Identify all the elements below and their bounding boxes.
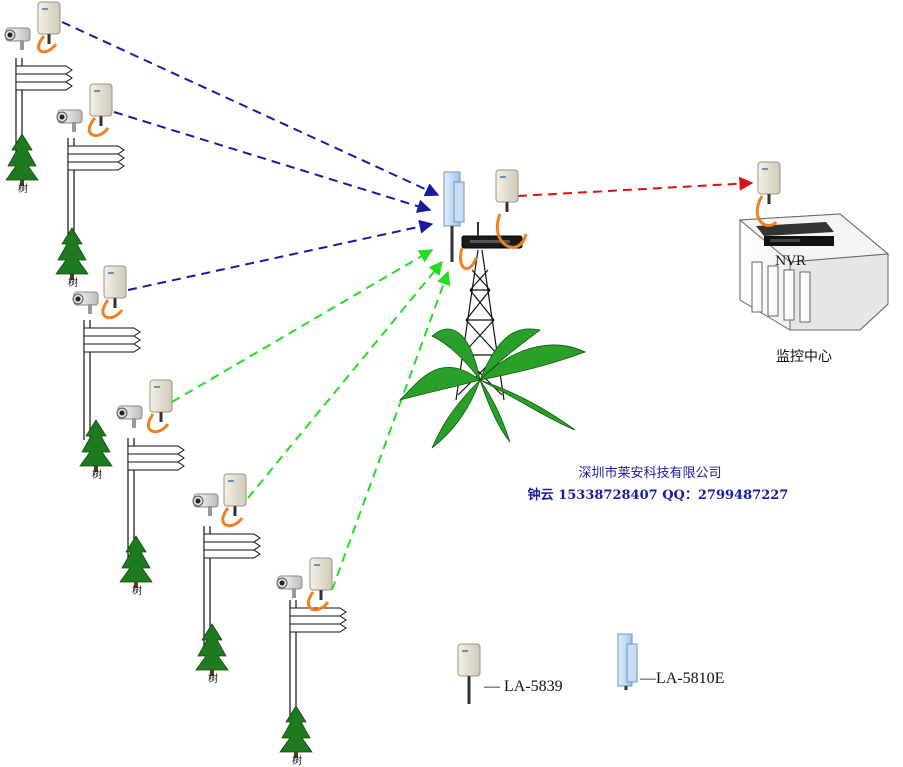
legend-panel-la-5810e bbox=[617, 633, 638, 690]
camera-6 bbox=[276, 575, 303, 599]
camera-5 bbox=[192, 493, 219, 517]
link-cam5 bbox=[247, 260, 443, 499]
camera-3 bbox=[72, 291, 99, 315]
camera-pole-1 bbox=[4, 0, 73, 187]
tree-3 bbox=[79, 419, 113, 473]
link-cam2 bbox=[113, 111, 432, 213]
tree-5 bbox=[195, 623, 229, 677]
monitoring-center bbox=[738, 160, 890, 331]
tree-6 bbox=[279, 705, 313, 759]
nvr-label: NVR bbox=[775, 254, 806, 269]
tree-4 bbox=[119, 535, 153, 589]
camera-4 bbox=[116, 405, 143, 429]
tree-2 bbox=[55, 227, 89, 281]
link-cam4 bbox=[171, 249, 434, 403]
tree-label-2: 树 bbox=[68, 278, 78, 289]
wireless-links bbox=[61, 21, 754, 591]
camera-pole-4 bbox=[116, 378, 185, 589]
company-name: 深圳市莱安科技有限公司 bbox=[578, 466, 722, 481]
link-cam3 bbox=[127, 219, 434, 291]
tree-label-5: 树 bbox=[208, 674, 218, 685]
camera-1 bbox=[4, 27, 31, 51]
nvr-device bbox=[756, 222, 834, 246]
panel-antenna-la-5810e bbox=[443, 171, 465, 262]
palm-tree bbox=[398, 328, 587, 449]
camera-pole-3 bbox=[72, 264, 141, 473]
relay-tower bbox=[398, 168, 587, 449]
legend-radio-la-5839 bbox=[456, 642, 482, 688]
tree-label-6: 树 bbox=[292, 756, 302, 767]
camera-pole-5 bbox=[192, 472, 261, 677]
camera-2 bbox=[56, 109, 83, 133]
tree-label-4: 树 bbox=[132, 586, 142, 597]
link-cam1 bbox=[61, 21, 440, 197]
camera-pole-6 bbox=[276, 556, 347, 759]
monitoring-center-label: 监控中心 bbox=[776, 349, 832, 365]
legend-label-la-5810e: —LA-5810E bbox=[640, 670, 725, 687]
legend bbox=[456, 633, 638, 704]
tree-label-1: 树 bbox=[18, 184, 28, 195]
legend-label-la-5839: — LA-5839 bbox=[484, 678, 563, 695]
tree-label-3: 树 bbox=[92, 470, 102, 481]
camera-pole-2 bbox=[55, 82, 125, 281]
tree-1 bbox=[5, 133, 39, 187]
company-contact: 钟云 15338728407 QQ：2799487227 bbox=[527, 488, 789, 503]
radio-unit-la-5839-tower bbox=[494, 168, 520, 214]
link-backhaul bbox=[517, 176, 754, 197]
link-cam6 bbox=[331, 270, 451, 591]
